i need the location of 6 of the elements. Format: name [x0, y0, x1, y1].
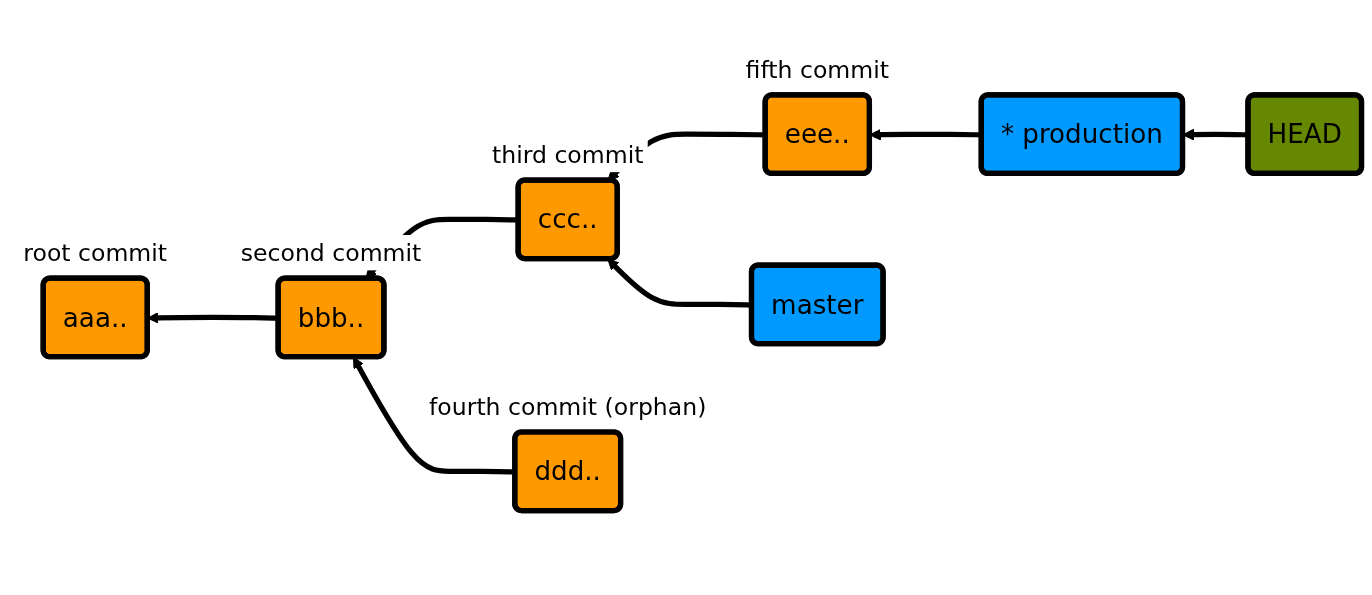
arrow [147, 312, 279, 324]
node-label: fourth commit (orphan) [429, 392, 707, 421]
node-label: third commit [491, 140, 644, 169]
node-label: second commit [240, 238, 422, 267]
node-label: fifth commit [745, 55, 890, 84]
node-label: root commit [23, 238, 168, 267]
